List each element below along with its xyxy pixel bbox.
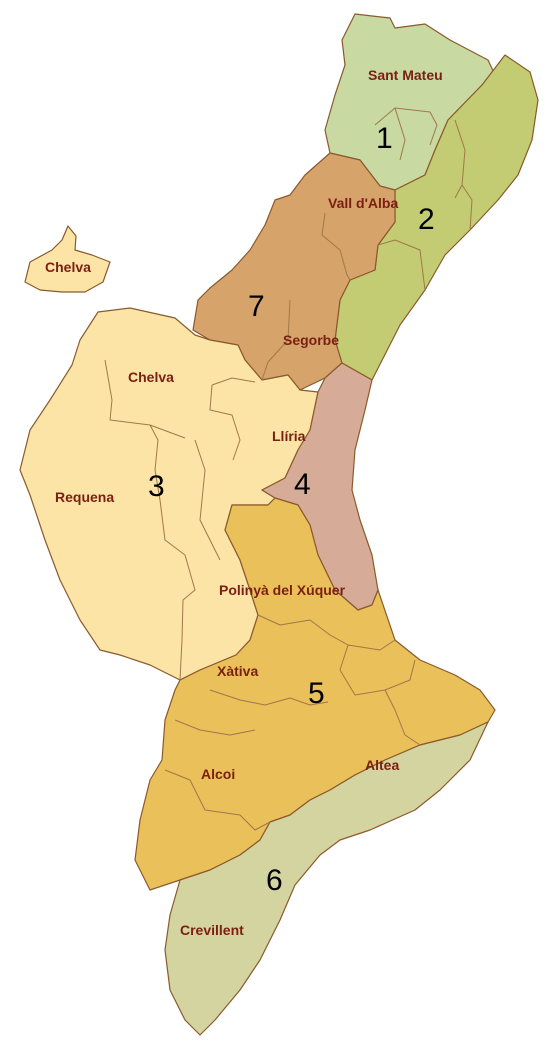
label-alcoi[interactable]: Alcoi: [201, 766, 235, 782]
label-vall-dalba[interactable]: Vall d'Alba: [328, 195, 398, 211]
label-requena[interactable]: Requena: [55, 489, 114, 505]
region-number-4: 4: [294, 468, 311, 501]
label-lliria[interactable]: Llíria: [272, 428, 306, 444]
label-chelva[interactable]: Chelva: [128, 369, 174, 385]
region-numbers: 1 2 3 4 5 6 7: [148, 122, 435, 897]
region-number-2: 2: [418, 203, 435, 236]
region-6[interactable]: [164, 721, 489, 1036]
comarca-borders: [104, 107, 473, 831]
region-number-3: 3: [148, 470, 165, 503]
label-polinya[interactable]: Polinyà del Xúquer: [219, 582, 346, 598]
region-number-1: 1: [376, 122, 393, 155]
label-altea[interactable]: Altea: [365, 757, 399, 773]
label-crevillent[interactable]: Crevillent: [180, 922, 244, 938]
label-xativa[interactable]: Xàtiva: [217, 663, 258, 679]
region-number-7: 7: [248, 290, 265, 323]
label-sant-mateu[interactable]: Sant Mateu: [368, 67, 443, 83]
label-chelva-exclave[interactable]: Chelva: [45, 259, 91, 275]
region-number-5: 5: [308, 677, 325, 710]
region-number-6: 6: [266, 864, 283, 897]
label-segorbe[interactable]: Segorbe: [283, 332, 339, 348]
region-3-exclave[interactable]: [24, 225, 111, 293]
place-labels: Sant Mateu Vall d'Alba Chelva Segorbe Ch…: [45, 67, 443, 938]
